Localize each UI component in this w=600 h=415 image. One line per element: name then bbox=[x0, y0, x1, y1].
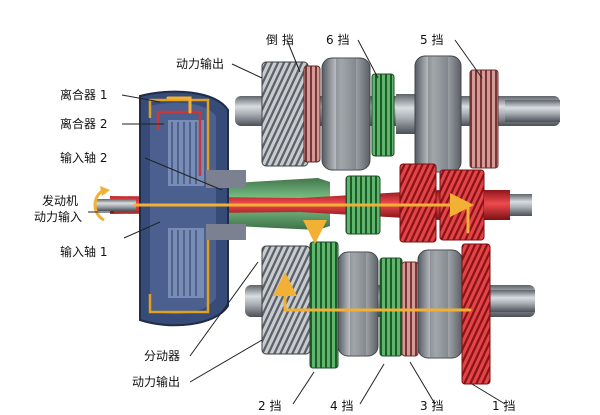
label-output-bottom: 动力输出 bbox=[132, 374, 180, 389]
label-gear-6: 6 挡 bbox=[326, 33, 349, 47]
label-gear-4: 4 挡 bbox=[330, 399, 353, 413]
label-gear-2: 2 挡 bbox=[258, 399, 281, 413]
label-gear-3: 3 挡 bbox=[420, 399, 443, 413]
label-output-top: 动力输出 bbox=[176, 56, 224, 71]
label-engine-input-1: 发动机 bbox=[42, 193, 78, 208]
label-gear-1: 1 挡 bbox=[492, 399, 515, 413]
clutch-housing bbox=[139, 90, 246, 327]
labels: 倒 挡 6 挡 5 挡 动力输出 离合器 1 离合器 2 输入轴 2 发动机 动… bbox=[34, 33, 515, 413]
label-gear-5: 5 挡 bbox=[420, 33, 443, 47]
label-clutch-1: 离合器 1 bbox=[60, 87, 107, 102]
label-input-shaft-2: 输入轴 2 bbox=[60, 150, 107, 165]
lower-layshaft bbox=[245, 241, 535, 385]
engine-input-arrow bbox=[93, 186, 110, 222]
label-splitter: 分动器 bbox=[144, 349, 180, 363]
label-clutch-2: 离合器 2 bbox=[60, 116, 107, 131]
upper-layshaft bbox=[235, 55, 560, 173]
power-flow-arrow bbox=[133, 96, 474, 312]
leader-lines bbox=[88, 39, 506, 405]
label-input-shaft-1: 输入轴 1 bbox=[60, 244, 107, 259]
label-engine-input-2: 动力输入 bbox=[34, 209, 82, 224]
label-reverse-gear: 倒 挡 bbox=[266, 33, 294, 47]
